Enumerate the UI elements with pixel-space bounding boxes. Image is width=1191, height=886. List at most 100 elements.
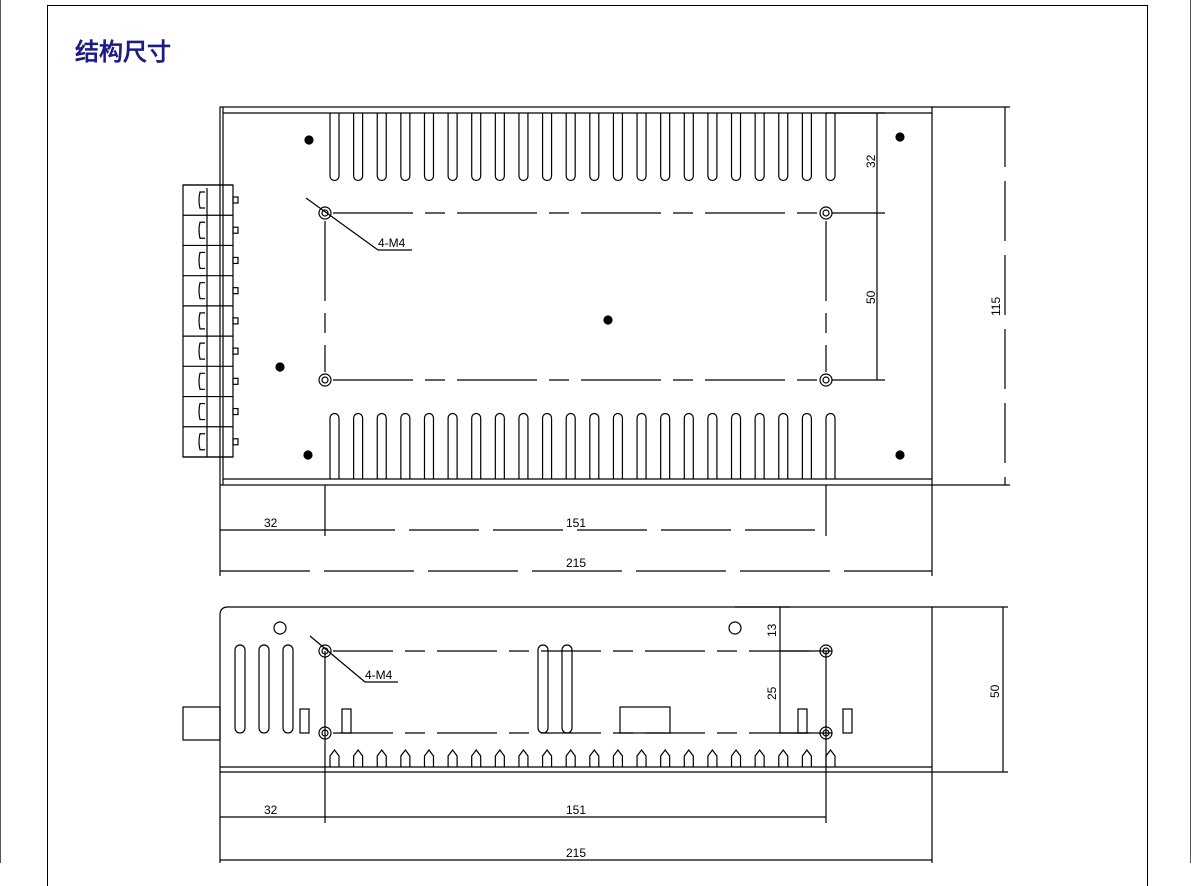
top-hole-label: 4-M4 <box>378 236 406 250</box>
side-view-outline <box>219 606 933 773</box>
side-hole-label: 4-M4 <box>365 668 393 682</box>
fin <box>329 749 340 767</box>
fin <box>353 412 364 479</box>
screws <box>275 132 905 460</box>
content-frame <box>47 5 1148 886</box>
fin <box>801 749 812 767</box>
mounting-hole-inner <box>321 729 329 737</box>
fin <box>801 113 812 182</box>
terminal-screw <box>198 342 205 360</box>
fin <box>707 113 718 182</box>
terminal-screw <box>198 251 205 270</box>
fin <box>636 412 647 479</box>
fin <box>660 749 671 767</box>
mounting-hole-inner <box>822 376 830 384</box>
screw <box>275 362 285 372</box>
fin <box>565 113 576 182</box>
fin <box>707 412 718 479</box>
side-dim-left-offset: 32 <box>264 803 278 817</box>
fin <box>423 113 435 182</box>
side-dim-height: 50 <box>988 684 1002 698</box>
page-edge-left <box>0 0 1 863</box>
dim-top-margin: 32 <box>864 154 878 168</box>
section-title: 结构尺寸 <box>75 38 171 66</box>
top-view: 4-M4 32 50 115 32 151 215 <box>182 106 1010 576</box>
bottom-fins <box>329 412 836 479</box>
fin <box>353 113 364 182</box>
terminal-screw <box>198 372 205 390</box>
fin <box>565 412 576 479</box>
top-view-outline <box>219 106 933 486</box>
terminal-pin <box>232 226 239 234</box>
top-fins <box>329 113 836 182</box>
terminal-pin <box>232 256 239 265</box>
dim-hole-spacing-v: 50 <box>864 290 878 304</box>
fin <box>400 113 411 182</box>
fin <box>612 749 624 767</box>
terminal-body <box>182 184 234 458</box>
dim-hole-spacing-h: 151 <box>566 516 586 530</box>
fin <box>518 749 529 767</box>
mounting-hole <box>318 644 332 658</box>
terminal-screw <box>198 221 205 239</box>
screw <box>303 450 313 460</box>
side-dim-hole-spacing-h: 151 <box>566 803 586 817</box>
mounting-hole <box>819 206 833 220</box>
fin <box>376 749 387 767</box>
terminal-block <box>182 184 239 458</box>
mounting-hole-inner <box>321 376 329 384</box>
mounting-hole <box>318 726 332 740</box>
fin <box>447 113 458 182</box>
mounting-hole <box>318 206 332 220</box>
terminal-pin <box>232 347 239 355</box>
fin <box>778 749 789 767</box>
fin <box>447 749 458 767</box>
fin <box>329 113 340 182</box>
mounting-hole <box>318 373 332 387</box>
fin <box>494 113 505 182</box>
fin <box>636 113 647 182</box>
side-view: 4-M4 13 25 50 32 151 215 <box>182 606 1008 863</box>
terminal-pin <box>232 287 239 295</box>
screw <box>895 132 905 142</box>
side-dim-length: 215 <box>566 846 586 860</box>
fin <box>541 749 553 767</box>
side-dim-top-margin: 13 <box>765 623 779 637</box>
fin <box>778 412 789 479</box>
fin <box>636 749 647 767</box>
fin <box>754 412 765 479</box>
fin <box>471 412 482 479</box>
fin <box>778 113 789 182</box>
terminal-screw <box>198 402 205 421</box>
fin <box>612 412 624 479</box>
terminal-screw <box>198 312 205 330</box>
mounting-hole-inner <box>321 209 329 217</box>
fin <box>754 749 765 767</box>
fin <box>329 412 340 479</box>
terminal-pin <box>232 196 239 204</box>
fin <box>400 412 411 479</box>
fin <box>730 749 742 767</box>
fin <box>541 412 553 479</box>
fin <box>423 412 435 479</box>
fin <box>541 113 553 182</box>
screw <box>304 135 314 145</box>
fin <box>518 113 529 182</box>
fin <box>589 749 600 767</box>
side-dim-hole-spacing-v: 25 <box>765 686 779 700</box>
fin <box>707 749 718 767</box>
fin <box>376 113 387 182</box>
mounting-hole-inner <box>822 209 830 217</box>
fin <box>754 113 765 182</box>
terminal-pin <box>232 317 239 325</box>
fin <box>471 113 482 182</box>
terminal-screw <box>198 191 205 209</box>
mounting-hole <box>819 373 833 387</box>
terminal-pin <box>232 377 239 385</box>
fin <box>612 113 624 182</box>
fin <box>353 749 364 767</box>
fin <box>825 113 836 182</box>
dimension-drawing: 4-M4 32 50 115 32 151 215 4-M4 <box>182 106 1010 863</box>
fin <box>447 412 458 479</box>
dim-left-offset: 32 <box>264 516 278 530</box>
